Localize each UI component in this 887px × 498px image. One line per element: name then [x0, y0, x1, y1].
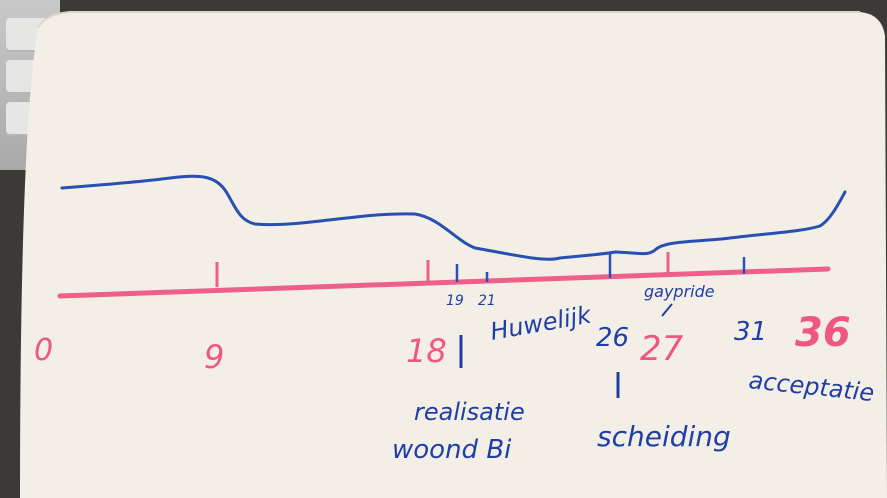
label-27: 27: [640, 329, 684, 369]
label-realisatie: realisatie: [414, 398, 525, 426]
label-9: 9: [204, 338, 224, 376]
label-18: 18: [406, 332, 447, 370]
mood-curve: [60, 174, 847, 261]
label-19: 19: [446, 293, 464, 309]
label-21: 21: [478, 293, 496, 309]
gaypride-pointer: [661, 303, 673, 317]
label-scheiding: scheiding: [597, 420, 731, 453]
label-26: 26: [596, 323, 629, 353]
label-woond-bi: woond Bi: [392, 435, 512, 465]
label-31: 31: [734, 317, 767, 347]
paper-card: [20, 12, 887, 498]
timeline-axis: [57, 266, 831, 299]
label-36: 36: [795, 310, 851, 356]
label-gaypride: gaypride: [644, 282, 715, 301]
paper-edge: [37, 11, 860, 29]
label-0: 0: [34, 333, 53, 368]
